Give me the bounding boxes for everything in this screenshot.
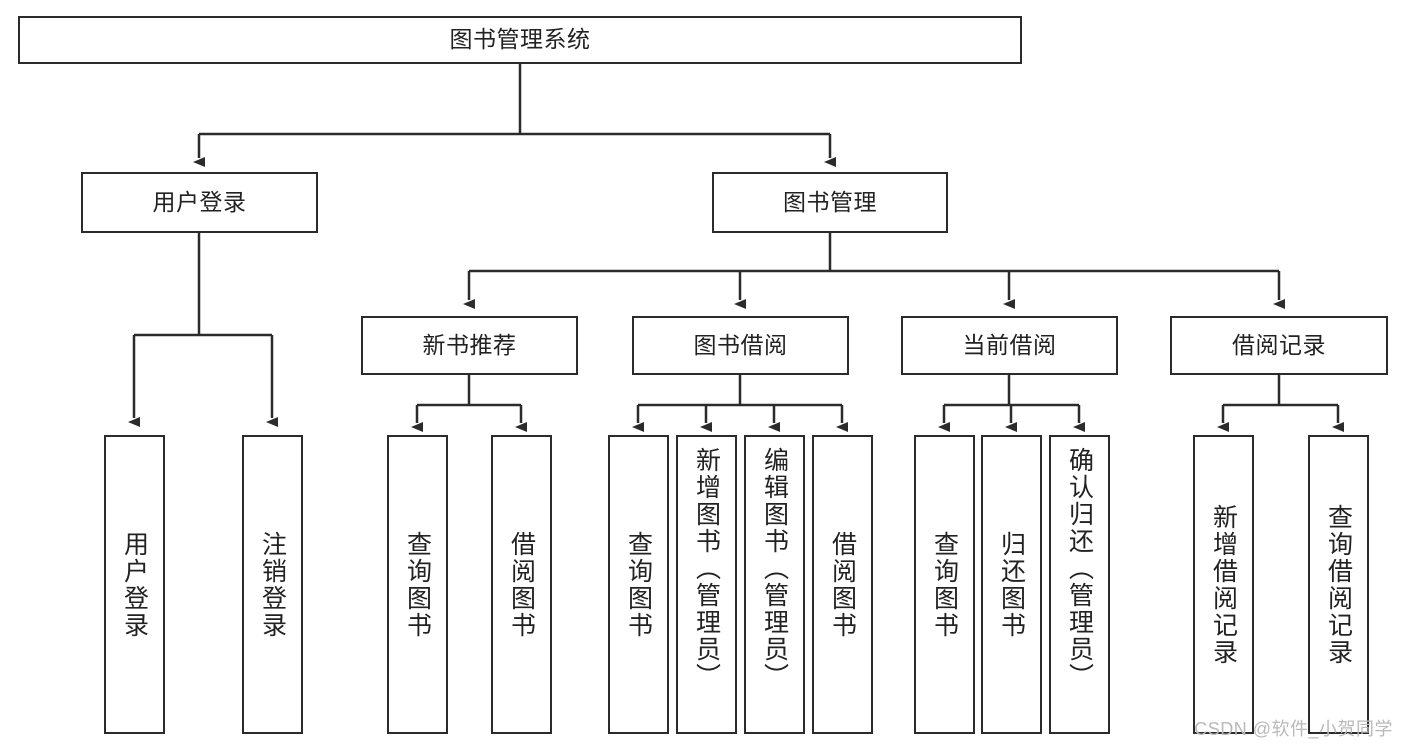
node-leaf-borrow-book-1[interactable]: 借阅图书: [491, 435, 552, 734]
node-user-login[interactable]: 用户登录: [81, 172, 318, 233]
watermark: CSDN @软件_小贺同学: [1194, 719, 1393, 739]
node-leaf-return-book[interactable]: 归还图书: [981, 435, 1042, 734]
node-leaf-query-book-3-label: 查询图书: [930, 530, 959, 639]
node-book-borrow[interactable]: 图书借阅: [632, 316, 849, 375]
node-leaf-add-book[interactable]: 新增图书（管理员）: [676, 435, 737, 734]
node-user-login-label: 用户登录: [152, 188, 247, 215]
node-new-book-recommend-label: 新书推荐: [422, 331, 517, 358]
node-root-label: 图书管理系统: [449, 26, 591, 53]
node-book-management[interactable]: 图书管理: [712, 172, 948, 233]
node-borrow-record-label: 借阅记录: [1232, 331, 1326, 358]
node-leaf-return-book-label: 归还图书: [997, 530, 1026, 639]
node-leaf-query-book-3[interactable]: 查询图书: [914, 435, 975, 734]
node-leaf-add-record-label: 新增借阅记录: [1209, 503, 1238, 666]
node-current-borrow[interactable]: 当前借阅: [901, 316, 1118, 375]
node-leaf-user-login-label: 用户登录: [120, 530, 149, 639]
node-borrow-record[interactable]: 借阅记录: [1170, 316, 1388, 375]
node-leaf-add-record[interactable]: 新增借阅记录: [1193, 435, 1254, 734]
node-leaf-edit-book-label: 编辑图书（管理员）: [760, 447, 789, 690]
node-leaf-query-record-label: 查询借阅记录: [1324, 503, 1353, 666]
node-book-borrow-label: 图书借阅: [693, 331, 788, 358]
node-leaf-query-book-1-label: 查询图书: [403, 530, 432, 639]
node-leaf-add-book-label: 新增图书（管理员）: [692, 447, 721, 690]
node-leaf-query-book-1[interactable]: 查询图书: [387, 435, 448, 734]
node-new-book-recommend[interactable]: 新书推荐: [361, 316, 578, 375]
node-root[interactable]: 图书管理系统: [18, 16, 1022, 64]
node-leaf-query-book-2[interactable]: 查询图书: [608, 435, 669, 734]
node-leaf-user-login[interactable]: 用户登录: [104, 435, 165, 734]
node-leaf-confirm-return-label: 确认归还（管理员）: [1065, 447, 1094, 690]
node-leaf-logout-label: 注销登录: [258, 530, 287, 639]
node-leaf-logout[interactable]: 注销登录: [242, 435, 303, 734]
node-leaf-borrow-book-1-label: 借阅图书: [507, 530, 536, 639]
node-leaf-borrow-book-2[interactable]: 借阅图书: [812, 435, 873, 734]
node-current-borrow-label: 当前借阅: [962, 331, 1057, 358]
node-leaf-query-record[interactable]: 查询借阅记录: [1308, 435, 1369, 734]
node-leaf-borrow-book-2-label: 借阅图书: [828, 530, 857, 639]
node-leaf-query-book-2-label: 查询图书: [624, 530, 653, 639]
node-book-management-label: 图书管理: [783, 188, 877, 215]
node-leaf-confirm-return[interactable]: 确认归还（管理员）: [1049, 435, 1110, 734]
node-leaf-edit-book[interactable]: 编辑图书（管理员）: [744, 435, 805, 734]
